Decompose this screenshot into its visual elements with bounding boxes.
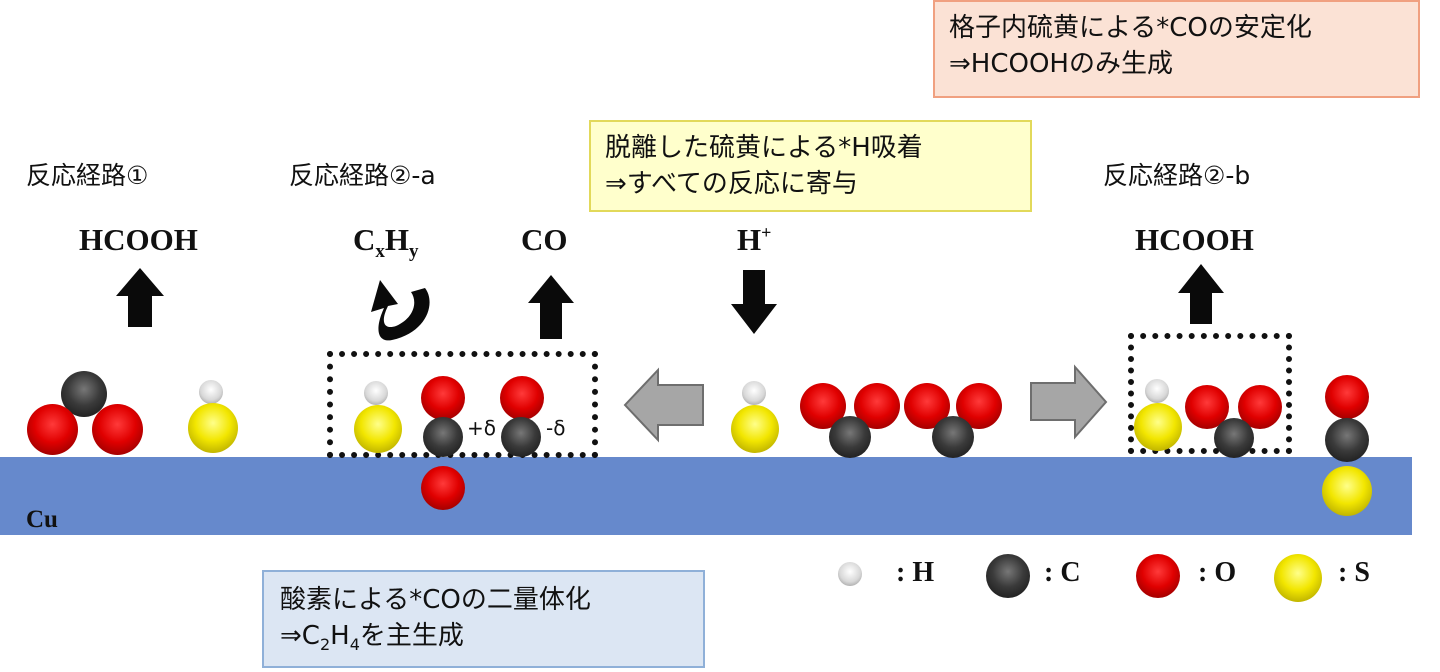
curved-arrow-cxhy-icon xyxy=(371,280,430,341)
cxhy-h: H xyxy=(384,222,410,257)
oxygen-atom xyxy=(1325,375,1369,419)
hplus-sup: + xyxy=(761,222,772,243)
cxhy-c: C xyxy=(353,222,376,257)
legend-oxygen-icon xyxy=(1136,554,1180,598)
hydrogen-atom xyxy=(742,381,766,405)
oxygen-atom xyxy=(421,376,465,420)
positive-charge-label: +δ xyxy=(467,416,496,440)
hcooh-left-label: HCOOH xyxy=(79,222,198,257)
carbon-atom xyxy=(501,417,541,457)
legend-sulfur-icon xyxy=(1274,554,1322,602)
sulfur-atom xyxy=(731,405,779,453)
lattice-sulfur-line1: 格子内硫黄による*COの安定化 xyxy=(949,13,1312,43)
c2h4-suffix: を主生成 xyxy=(359,621,464,651)
hcooh-right-label: HCOOH xyxy=(1135,222,1254,257)
route-2a-label: 反応経路②-a xyxy=(289,161,436,190)
hydrogen-atom xyxy=(199,380,223,404)
hydrogen-atom xyxy=(1145,379,1169,403)
route-2a-dotted-box xyxy=(327,351,598,458)
legend-oxygen-label: : O xyxy=(1198,557,1237,588)
oxygen-atom xyxy=(421,466,465,510)
carbon-atom xyxy=(1214,418,1254,458)
route-2b-dotted-box xyxy=(1128,333,1292,454)
legend-sulfur-label: : S xyxy=(1338,557,1370,588)
oxygen-dimer-line1: 酸素による*COの二量体化 xyxy=(280,585,591,615)
desorbed-sulfur-line1: 脱離した硫黄による*H吸着 xyxy=(605,133,923,163)
co-label: CO xyxy=(521,222,568,257)
c2h4-sub-4: 4 xyxy=(349,635,360,655)
lattice-sulfur-callout: 格子内硫黄による*COの安定化 ⇒HCOOHのみ生成 xyxy=(933,0,1420,98)
hydrogen-atom xyxy=(364,381,388,405)
oxygen-atom xyxy=(500,376,544,420)
carbon-atom xyxy=(423,417,463,457)
c2h4-prefix: ⇒C xyxy=(280,621,320,651)
up-arrow-hcooh-left-icon xyxy=(116,268,164,327)
legend-carbon-label: : C xyxy=(1044,557,1081,588)
right-arrow-icon xyxy=(1030,364,1108,440)
hplus-h: H xyxy=(737,222,762,257)
route-2b-label: 反応経路②-b xyxy=(1103,161,1251,190)
sulfur-atom xyxy=(188,403,238,453)
up-arrow-co-icon xyxy=(528,275,574,339)
oxygen-atom xyxy=(27,404,78,455)
c2h4-sub-2: 2 xyxy=(319,635,331,655)
legend-hydrogen-label: : H xyxy=(896,557,935,588)
cxhy-x: x xyxy=(375,241,385,263)
c2h4-h: H xyxy=(330,621,350,651)
up-arrow-hcooh-right-icon xyxy=(1178,264,1224,324)
left-arrow-icon xyxy=(623,367,704,443)
negative-charge-label: -δ xyxy=(546,416,566,440)
sulfur-atom xyxy=(354,405,402,453)
oxygen-atom xyxy=(92,404,143,455)
legend: : H : C : O : S xyxy=(830,552,1390,602)
cxhy-label: CxHy xyxy=(353,222,419,263)
legend-carbon-icon xyxy=(986,554,1030,598)
sulfur-atom xyxy=(1322,466,1372,516)
sulfur-atom xyxy=(1134,403,1182,451)
oxygen-dimer-line2: ⇒C2H4を主生成 xyxy=(280,618,703,663)
oxygen-dimer-callout: 酸素による*COの二量体化 ⇒C2H4を主生成 xyxy=(262,570,705,668)
desorbed-sulfur-callout: 脱離した硫黄による*H吸着 ⇒すべての反応に寄与 xyxy=(589,120,1032,212)
route-1-label: 反応経路① xyxy=(26,161,149,190)
hplus-label: H+ xyxy=(737,222,771,258)
desorbed-sulfur-line2: ⇒すべての反応に寄与 xyxy=(605,169,858,199)
legend-hydrogen-icon xyxy=(838,562,862,586)
cxhy-y: y xyxy=(409,241,419,263)
lattice-sulfur-line2: ⇒HCOOHのみ生成 xyxy=(949,49,1173,79)
down-arrow-hplus-icon xyxy=(731,270,777,334)
cu-label: Cu xyxy=(26,506,58,533)
carbon-atom xyxy=(829,416,871,458)
cu-surface xyxy=(0,457,1412,535)
carbon-atom xyxy=(932,416,974,458)
carbon-atom xyxy=(1325,418,1369,462)
